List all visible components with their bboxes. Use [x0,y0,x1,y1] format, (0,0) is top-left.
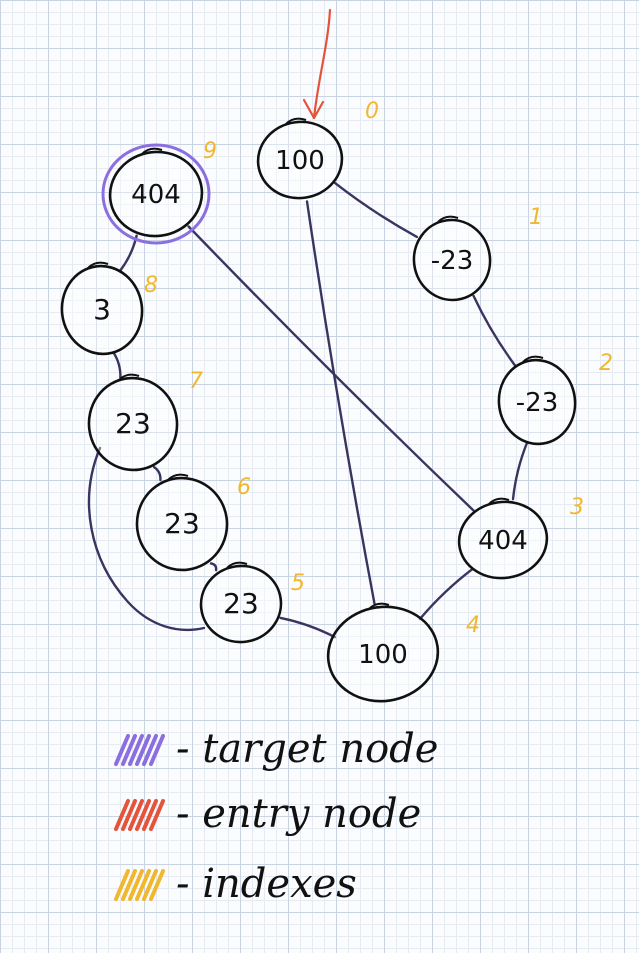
legend-swatch [114,869,165,901]
edge-0-1 [333,181,419,239]
node-3: 404 3 [457,495,584,580]
edges-layer [87,181,529,639]
edge-4-5 [279,616,337,639]
node-stroke-overlap [522,355,544,363]
legend-label: - target node [176,726,438,772]
node-stroke-overlap [285,117,307,125]
node-circle [135,476,229,572]
node-index-label: 3 [570,495,584,520]
node-9: 404 9 [101,139,217,245]
legend-label: - entry node [176,791,421,837]
node-1: -23 1 [412,205,543,302]
node-stroke-overlap [141,147,163,155]
node-value: 100 [358,640,408,670]
legend: - target node - entry node - indexes [114,726,438,907]
node-index-label: 4 [466,613,480,638]
node-index-label: 7 [189,369,203,394]
edge-3-4 [418,567,474,621]
legend-label: - indexes [176,861,357,907]
node-value: -23 [431,246,473,276]
node-stroke-overlap [87,261,109,269]
legend-swatch [114,734,165,766]
node-circle [60,264,144,356]
node-circle [199,564,283,644]
node-index-label: 9 [203,139,217,164]
node-6: 23 6 [135,473,251,572]
node-index-label: 0 [365,99,379,124]
edge-1-2 [472,294,517,368]
legend-item-0: - target node [114,726,438,772]
node-stroke-overlap [118,373,140,381]
node-stroke-overlap [226,561,248,569]
node-stroke-overlap [437,215,459,223]
node-circle [108,150,204,238]
node-value: 23 [223,587,259,620]
node-2: -23 2 [497,351,613,446]
node-index-label: 8 [144,273,158,298]
node-circle [457,500,549,580]
edge-7-5 [87,446,206,632]
node-circle [256,120,344,200]
node-index-label: 2 [599,351,613,376]
node-5: 23 5 [199,561,305,644]
node-value: 404 [478,526,528,556]
node-circle [412,218,492,302]
legend-item-2: - indexes [114,861,357,907]
edge-2-3 [511,441,529,501]
node-index-label: 6 [237,475,251,500]
edge-5-6 [209,562,218,572]
node-circle [87,376,179,472]
edge-0-4 [305,200,376,605]
legend-swatch [114,799,165,831]
entry-layer [302,8,332,120]
node-index-label: 5 [291,571,305,596]
node-stroke-overlap [488,497,510,505]
node-value: 100 [275,146,325,176]
legend-item-1: - entry node [114,791,421,837]
node-value: 404 [131,180,181,210]
node-7: 23 7 [87,369,203,472]
edge-9-3 [187,225,475,512]
node-stroke-overlap [368,602,390,610]
node-stroke-overlap [167,473,189,481]
node-circle [497,358,577,446]
edge-8-9 [119,234,138,272]
edge-7-8 [112,351,122,379]
node-0: 100 0 [256,99,379,200]
node-value: 3 [93,293,111,326]
entry-arrow-shaft [312,8,332,120]
target-highlight-ring [101,143,211,245]
node-8: 38 [60,261,158,356]
node-value: 23 [164,507,200,540]
edge-6-7 [152,465,162,482]
node-4: 100 4 [326,602,480,703]
node-index-label: 1 [529,205,543,230]
node-value: -23 [516,388,558,418]
entry-arrow-head [302,98,325,120]
node-circle [326,605,440,703]
node-value: 23 [115,407,151,440]
